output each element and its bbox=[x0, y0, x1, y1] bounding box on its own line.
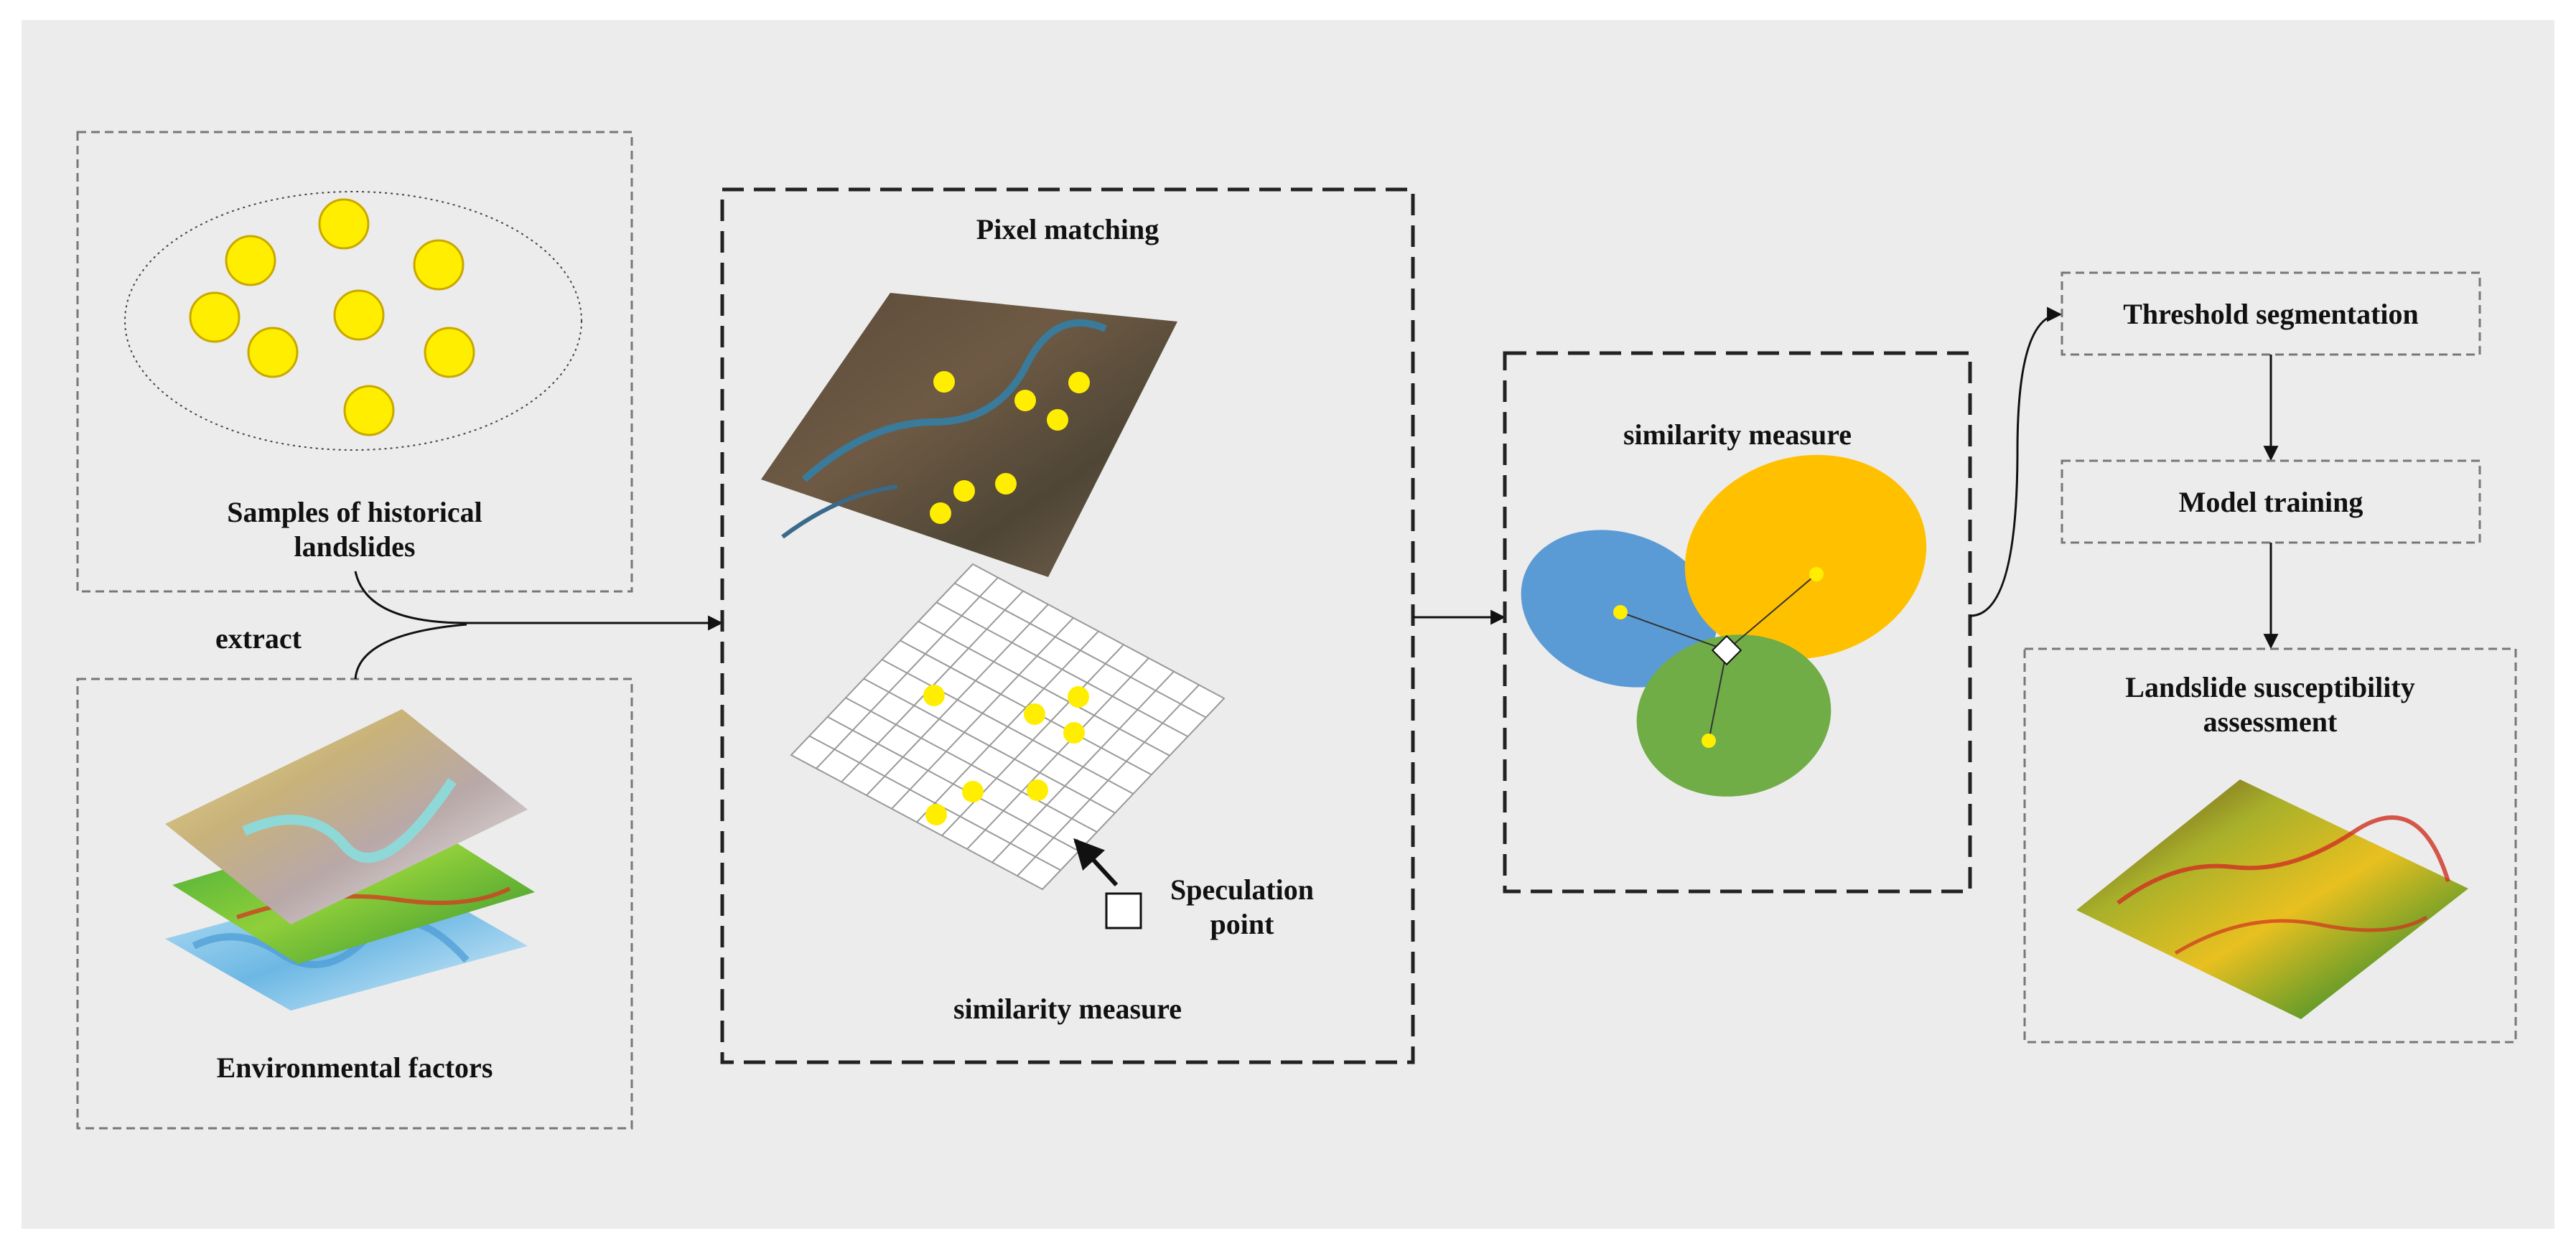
speculation-label: Speculation point bbox=[1156, 873, 1328, 942]
model-box bbox=[2061, 459, 2481, 544]
diagram-graphics bbox=[76, 131, 2517, 1130]
extract-arrow bbox=[354, 571, 724, 631]
similarity-title: similarity measure bbox=[1623, 418, 1852, 451]
ellipse-green bbox=[1636, 634, 1831, 797]
threshold-label: Threshold segmentation bbox=[2123, 298, 2419, 330]
extract-curve bbox=[354, 623, 467, 680]
similarity-box bbox=[1503, 351, 1972, 894]
environment-label: Environmental factors bbox=[216, 1051, 493, 1084]
samples-box bbox=[76, 131, 633, 593]
environment-layers bbox=[165, 709, 535, 1011]
pixel-grid bbox=[790, 563, 1226, 891]
samples-label-line2: landslides bbox=[294, 530, 416, 563]
satellite-dots bbox=[930, 371, 1090, 524]
pixel-matching-title: Pixel matching bbox=[976, 213, 1159, 245]
ellipse-orange bbox=[1684, 454, 1927, 660]
similarity-ellipses bbox=[1521, 454, 1927, 797]
satellite-image bbox=[761, 293, 1177, 577]
model-label: Model training bbox=[2178, 486, 2363, 518]
assessment-label-line2: assessment bbox=[2203, 706, 2338, 738]
pixel-bottom-label: similarity measure bbox=[953, 993, 1182, 1025]
threshold-box bbox=[2061, 271, 2481, 356]
samples-ellipse bbox=[124, 191, 582, 451]
samples-label-line1: Samples of historical bbox=[227, 496, 482, 528]
assessment-label: Landslide susceptibility assessment bbox=[2025, 670, 2516, 739]
similarity-center-square bbox=[1711, 634, 1742, 666]
environment-box bbox=[76, 678, 633, 1130]
speculation-label-line1: Speculation bbox=[1170, 873, 1315, 906]
speculation-arrow bbox=[1073, 838, 1119, 887]
pixel-matching-box bbox=[720, 187, 1415, 1064]
samples-label: Samples of historical landslides bbox=[78, 495, 632, 564]
speculation-point-square bbox=[1105, 892, 1142, 929]
grid-dots bbox=[923, 685, 1089, 825]
extract-label: extract bbox=[215, 622, 302, 655]
assessment-box bbox=[2023, 647, 2517, 1044]
assessment-label-line1: Landslide susceptibility bbox=[2125, 671, 2415, 703]
susceptibility-map bbox=[2076, 779, 2468, 1019]
sample-dots bbox=[189, 198, 475, 436]
similarity-to-threshold-arrow bbox=[1969, 306, 2063, 617]
diagram-canvas: Samples of historical landslides extract… bbox=[22, 20, 2554, 1229]
speculation-label-line2: point bbox=[1210, 908, 1274, 940]
